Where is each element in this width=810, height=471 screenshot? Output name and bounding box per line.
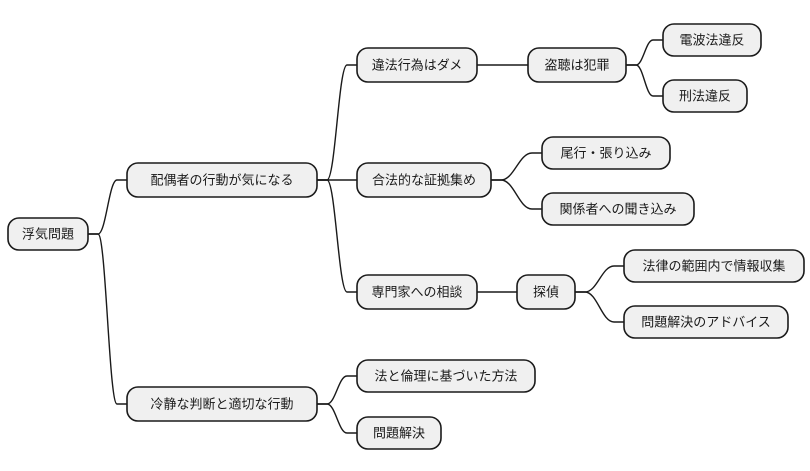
edge-n11-to-n12 (574, 265, 625, 293)
node-label: 冷静な判断と適切な行動 (150, 397, 293, 413)
mindmap-node[interactable]: 関係者への聞き込み (541, 192, 695, 226)
edge-n11-to-n13 (574, 291, 625, 323)
mindmap-node[interactable]: 専門家への相談 (356, 274, 478, 310)
node-box (541, 136, 671, 170)
node-box (516, 274, 576, 310)
node-label: 刑法違反 (679, 90, 731, 105)
node-label: 問題解決のアドバイス (641, 316, 771, 331)
node-label: 合法的な証拠集め (372, 173, 476, 189)
mindmap-node[interactable]: 合法的な証拠集め (356, 162, 492, 198)
edge-layer (87, 39, 664, 434)
node-box (623, 305, 789, 339)
mindmap-node[interactable]: 冷静な判断と適切な行動 (126, 386, 318, 422)
node-box (662, 23, 762, 57)
mindmap-node[interactable]: 探偵 (516, 274, 576, 310)
node-box (527, 47, 627, 83)
node-box (356, 47, 478, 83)
mindmap-node[interactable]: 法と倫理に基づいた方法 (356, 359, 536, 393)
edge-n1-to-n3 (316, 64, 358, 181)
node-box (356, 162, 492, 198)
node-label: 違法行為はダメ (372, 58, 463, 74)
node-box (356, 274, 478, 310)
node-box (541, 192, 695, 226)
edge-n6-to-n7 (625, 39, 664, 66)
edge-n2-to-n14 (316, 375, 358, 405)
node-label: 法と倫理に基づいた方法 (374, 369, 517, 385)
edge-n4-to-n9 (490, 152, 543, 181)
node-label: 関係者への聞き込み (559, 203, 676, 218)
node-label: 専門家への相談 (371, 285, 462, 301)
node-box (126, 162, 318, 198)
mindmap-node[interactable]: 盗聴は犯罪 (527, 47, 627, 83)
mindmap-node[interactable]: 法律の範囲内で情報収集 (623, 249, 805, 283)
node-box (662, 79, 748, 113)
edge-n4-to-n10 (490, 179, 543, 210)
node-label: 配偶者の行動が気になる (150, 173, 293, 189)
mindmap-node[interactable]: 刑法違反 (662, 79, 748, 113)
node-label: 電波法違反 (679, 34, 744, 49)
node-box (7, 217, 89, 251)
edge-n0-to-n1 (87, 179, 128, 235)
node-label: 問題解決 (373, 427, 425, 442)
mindmap-node[interactable]: 配偶者の行動が気になる (126, 162, 318, 198)
mindmap-node[interactable]: 問題解決のアドバイス (623, 305, 789, 339)
mindmap-node[interactable]: 浮気問題 (7, 217, 89, 251)
mindmap-node[interactable]: 電波法違反 (662, 23, 762, 57)
mindmap-node[interactable]: 尾行・張り込み (541, 136, 671, 170)
node-label: 盗聴は犯罪 (544, 58, 609, 74)
node-label: 探偵 (533, 286, 559, 301)
node-box (356, 416, 442, 450)
edge-n0-to-n2 (87, 233, 128, 405)
node-label: 浮気問題 (22, 227, 74, 243)
edge-n2-to-n15 (316, 403, 358, 434)
node-label: 尾行・張り込み (560, 147, 651, 162)
node-box (356, 359, 536, 393)
node-label: 法律の範囲内で情報収集 (642, 259, 785, 275)
mindmap-node[interactable]: 問題解決 (356, 416, 442, 450)
mindmap-node[interactable]: 違法行為はダメ (356, 47, 478, 83)
edge-n1-to-n5 (316, 179, 358, 293)
node-box (126, 386, 318, 422)
edge-n6-to-n8 (625, 64, 664, 97)
node-box (623, 249, 805, 283)
